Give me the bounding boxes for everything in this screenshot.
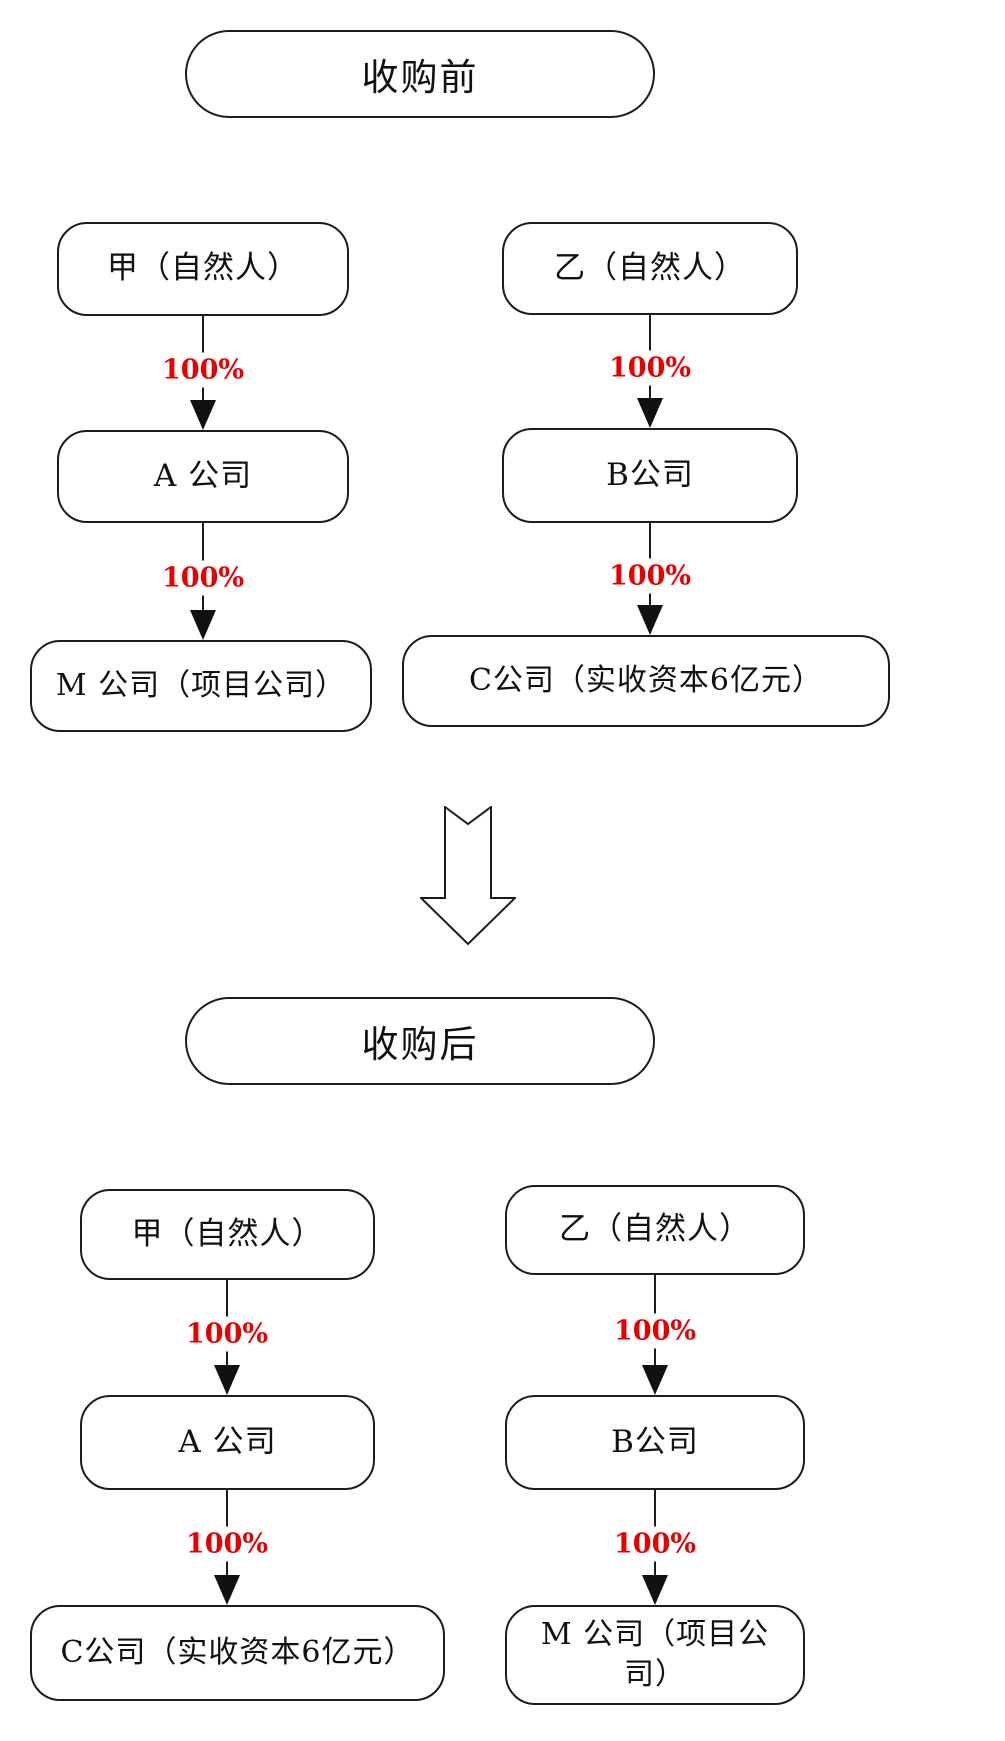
before-owner-jia-node: 甲（自然人） xyxy=(57,222,349,316)
before-owner-yi-label: 乙（自然人） xyxy=(554,249,746,286)
arrowhead-down-icon xyxy=(190,610,216,640)
before-title-label: 收购前 xyxy=(361,56,479,99)
after-owner-jia-label: 甲（自然人） xyxy=(131,1215,324,1252)
arrowhead-down-icon xyxy=(190,400,216,430)
arrowhead-down-icon xyxy=(637,605,663,635)
before-subsidiary-m-label: M 公司（项目公司） xyxy=(55,667,347,703)
percent-label: 100% xyxy=(603,350,697,386)
after-owner-yi-label: 乙（自然人） xyxy=(559,1211,751,1248)
after-title-pill: 收购后 xyxy=(185,997,655,1085)
arrowhead-down-icon xyxy=(642,1575,668,1605)
after-company-b-label: B公司 xyxy=(611,1423,699,1460)
after-owner-jia-node: 甲（自然人） xyxy=(80,1189,375,1280)
before-company-b-label: B公司 xyxy=(606,456,694,493)
before-owner-jia-label: 甲（自然人） xyxy=(107,250,299,287)
percent-label: 100% xyxy=(608,1313,702,1349)
after-title-label: 收购后 xyxy=(361,1023,479,1066)
transition-down-arrow-icon xyxy=(420,806,516,946)
before-company-a-node: A 公司 xyxy=(57,430,349,523)
percent-label: 100% xyxy=(156,352,250,388)
after-company-a-label: A 公司 xyxy=(178,1423,277,1460)
after-company-b-node: B公司 xyxy=(505,1395,805,1490)
percent-label: 100% xyxy=(603,558,697,594)
after-subsidiary-c-label: C公司（实收资本6亿元） xyxy=(60,1634,415,1670)
arrowhead-down-icon xyxy=(642,1365,668,1395)
after-subsidiary-m-label: M 公司（项目公司） xyxy=(540,1616,770,1693)
after-subsidiary-m-node: M 公司（项目公司） xyxy=(505,1605,805,1705)
before-company-a-label: A 公司 xyxy=(153,457,253,494)
percent-label: 100% xyxy=(156,560,250,596)
before-subsidiary-c-label: C公司（实收资本6亿元） xyxy=(468,662,824,698)
after-subsidiary-c-node: C公司（实收资本6亿元） xyxy=(30,1605,445,1701)
before-owner-yi-node: 乙（自然人） xyxy=(502,222,798,315)
percent-label: 100% xyxy=(180,1316,274,1352)
before-subsidiary-m-node: M 公司（项目公司） xyxy=(30,640,372,732)
after-company-a-node: A 公司 xyxy=(80,1395,375,1490)
percent-label: 100% xyxy=(608,1526,702,1562)
before-company-b-node: B公司 xyxy=(502,428,798,523)
percent-label: 100% xyxy=(180,1526,274,1562)
arrowhead-down-icon xyxy=(214,1365,240,1395)
before-subsidiary-c-node: C公司（实收资本6亿元） xyxy=(402,635,890,727)
arrowhead-down-icon xyxy=(637,398,663,428)
before-title-pill: 收购前 xyxy=(185,30,655,118)
arrowhead-down-icon xyxy=(214,1575,240,1605)
after-owner-yi-node: 乙（自然人） xyxy=(505,1185,805,1275)
